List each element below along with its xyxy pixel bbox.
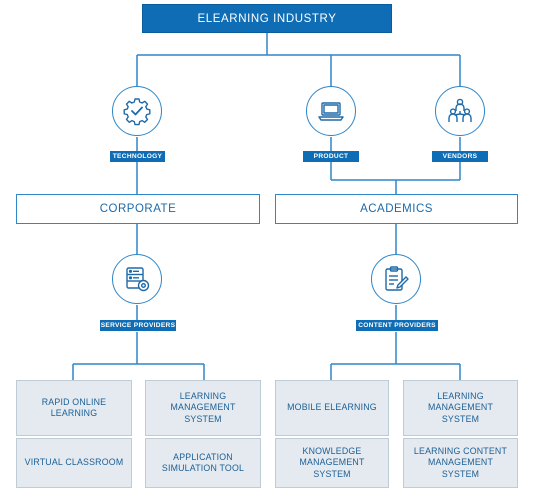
product-tag: PRODUCT: [303, 151, 359, 162]
laptop-icon: [318, 102, 344, 121]
clipboard-pen-icon: [385, 266, 409, 291]
vendors-tag: VENDORS: [432, 151, 488, 162]
vendors-node: [435, 86, 485, 136]
product-node: [306, 86, 356, 136]
academics-box: ACADEMICS: [275, 194, 518, 224]
content-providers-tag: CONTENT PROVIDERS: [356, 320, 438, 331]
title-text: ELEARNING INDUSTRY: [197, 12, 337, 25]
leaf-corporate-lms: LEARNING MANAGEMENT SYSTEM: [145, 380, 261, 436]
leaf-knowledge-management-system: KNOWLEDGE MANAGEMENT SYSTEM: [275, 438, 389, 488]
gear-check-icon: [123, 98, 151, 126]
leaf-virtual-classroom: VIRTUAL CLASSROOM: [16, 438, 132, 488]
corporate-box: CORPORATE: [16, 194, 260, 224]
leaf-application-simulation-tool: APPLICATION SIMULATION TOOL: [145, 438, 261, 488]
content-providers-node: [371, 254, 421, 304]
corporate-label: CORPORATE: [99, 203, 177, 215]
leaf-learning-content-management-system: LEARNING CONTENT MANAGEMENT SYSTEM: [403, 438, 518, 488]
technology-tag: TECHNOLOGY: [110, 151, 165, 162]
leaf-mobile-elearning: MOBILE ELEARNING: [275, 380, 389, 436]
title-box: ELEARNING INDUSTRY: [142, 4, 392, 33]
leaf-academics-lms: LEARNING MANAGEMENT SYSTEM: [403, 380, 518, 436]
server-gear-icon: [126, 267, 150, 292]
people-icon: [448, 98, 472, 122]
leaf-rapid-online-learning: RAPID ONLINE LEARNING: [16, 380, 132, 436]
technology-node: [112, 86, 162, 136]
service-providers-tag: SERVICE PROVIDERS: [100, 320, 176, 331]
academics-label: ACADEMICS: [360, 203, 433, 215]
service-providers-node: [112, 254, 162, 304]
